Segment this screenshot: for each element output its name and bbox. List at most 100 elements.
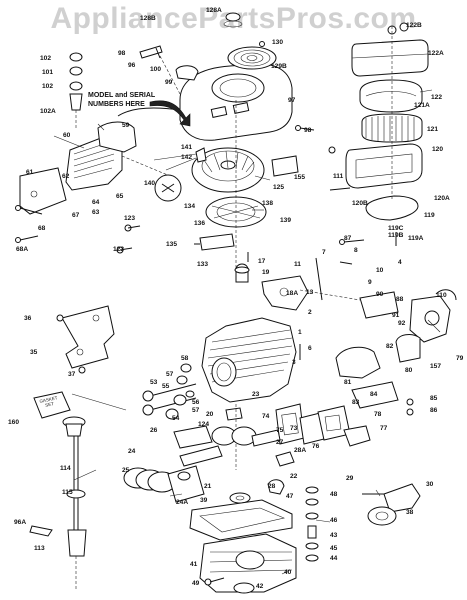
- callout-81: 81: [344, 379, 352, 386]
- callout-21: 21: [204, 483, 212, 490]
- callout-30: 30: [426, 481, 434, 488]
- callout-110: 110: [436, 292, 447, 299]
- callout-46: 46: [330, 517, 338, 524]
- callout-83: 83: [352, 399, 360, 406]
- callout-7: 7: [322, 249, 326, 256]
- air-cleaner-cover-shape: [351, 22, 429, 77]
- callout-39: 39: [200, 497, 208, 504]
- callout-44: 44: [330, 555, 338, 562]
- callout-91: 91: [392, 312, 400, 319]
- sump-base-shape: [189, 499, 297, 593]
- callout-53: 53: [150, 379, 158, 386]
- callout-75: 75: [276, 427, 284, 434]
- callout-60: 60: [63, 132, 71, 139]
- callout-64: 64: [92, 199, 100, 206]
- callout-24: 24: [128, 448, 136, 455]
- callout-1: 1: [298, 329, 302, 336]
- callout-128A: 128A: [206, 7, 222, 14]
- callout-77: 77: [380, 425, 388, 432]
- oil-fill-tube-shape: [62, 416, 87, 590]
- callout-61: 61: [26, 169, 34, 176]
- callout-76: 76: [312, 443, 320, 450]
- callout-57: 57: [166, 371, 174, 378]
- control-bracket-shape: [261, 275, 309, 311]
- callout-68A: 68A: [16, 246, 29, 253]
- callout-28: 28: [268, 483, 276, 490]
- callout-102A: 102A: [40, 108, 56, 115]
- callout-124: 124: [198, 421, 210, 428]
- callout-122A: 122A: [428, 50, 444, 57]
- callout-11: 11: [294, 261, 301, 268]
- callout-120B: 120B: [352, 200, 368, 207]
- callout-92: 92: [398, 320, 406, 327]
- callout-45: 45: [330, 545, 338, 552]
- mount-bracket-shape: [61, 305, 115, 369]
- callout-102b: 102: [42, 83, 54, 90]
- air-cleaner-base-shape: [345, 143, 423, 189]
- callout-119: 119: [424, 212, 435, 219]
- carburetor-shape: [359, 291, 451, 363]
- callout-141: 141: [181, 144, 193, 151]
- callout-98b: 98: [304, 127, 312, 134]
- callout-65: 65: [116, 193, 124, 200]
- callout-155: 155: [294, 174, 306, 181]
- callout-40: 40: [284, 569, 292, 576]
- callout-38: 38: [406, 509, 414, 516]
- gasket-119-shape: [365, 195, 419, 221]
- piston-rings-shape: [123, 465, 205, 503]
- callout-85: 85: [430, 395, 438, 402]
- callout-29: 29: [346, 475, 354, 482]
- callout-98a: 98: [118, 50, 126, 57]
- seal-42-shape: [233, 582, 255, 594]
- callout-139: 139: [280, 217, 292, 224]
- callout-17: 17: [258, 258, 266, 265]
- callout-88: 88: [396, 296, 404, 303]
- callout-134: 134: [184, 203, 196, 210]
- callout-43: 43: [330, 532, 338, 539]
- callout-123b: 123: [113, 246, 125, 253]
- callout-49: 49: [192, 580, 200, 587]
- intake-gaskets-shape: [275, 403, 351, 445]
- callout-18A: 18A: [286, 290, 299, 297]
- callout-86: 86: [430, 407, 438, 414]
- callout-128B-top: 128B: [140, 15, 156, 22]
- linkage-lines: [315, 257, 353, 301]
- part-28A-shape: [275, 451, 295, 467]
- callout-122B: 122B: [406, 22, 422, 29]
- callout-47: 47: [286, 493, 294, 500]
- cap-shape: [225, 12, 241, 22]
- callout-114: 114: [60, 465, 71, 472]
- gasket-set-box: [33, 391, 71, 419]
- callout-10: 10: [376, 267, 384, 274]
- callout-63: 63: [92, 209, 100, 216]
- callout-130: 130: [272, 39, 284, 46]
- leader-lines: [53, 89, 441, 575]
- callout-113: 113: [34, 545, 45, 552]
- carb-spring: [435, 289, 457, 301]
- callout-136: 136: [194, 220, 206, 227]
- callout-68: 68: [38, 225, 46, 232]
- key-141-shape: [195, 147, 207, 163]
- intake-elbow-shape: [335, 346, 399, 409]
- callout-78: 78: [374, 411, 382, 418]
- callout-4: 4: [398, 259, 402, 266]
- callout-157: 157: [430, 363, 442, 370]
- plate-77-shape: [343, 425, 371, 447]
- callout-120: 120: [432, 146, 444, 153]
- callout-19: 19: [262, 269, 270, 276]
- callout-74: 74: [262, 413, 270, 420]
- callout-160: 160: [8, 419, 20, 426]
- callout-82: 82: [386, 343, 394, 350]
- governor-shaft-stack: [305, 486, 319, 562]
- callout-55: 55: [162, 383, 170, 390]
- callout-125: 125: [273, 184, 285, 191]
- callout-99: 99: [165, 79, 173, 86]
- callout-129B: 129B: [271, 63, 287, 70]
- shield-61-shape: [19, 167, 67, 215]
- callout-6: 6: [308, 345, 312, 352]
- callout-96: 96: [128, 62, 136, 69]
- callout-28A: 28A: [294, 447, 307, 454]
- callout-67: 67: [72, 212, 80, 219]
